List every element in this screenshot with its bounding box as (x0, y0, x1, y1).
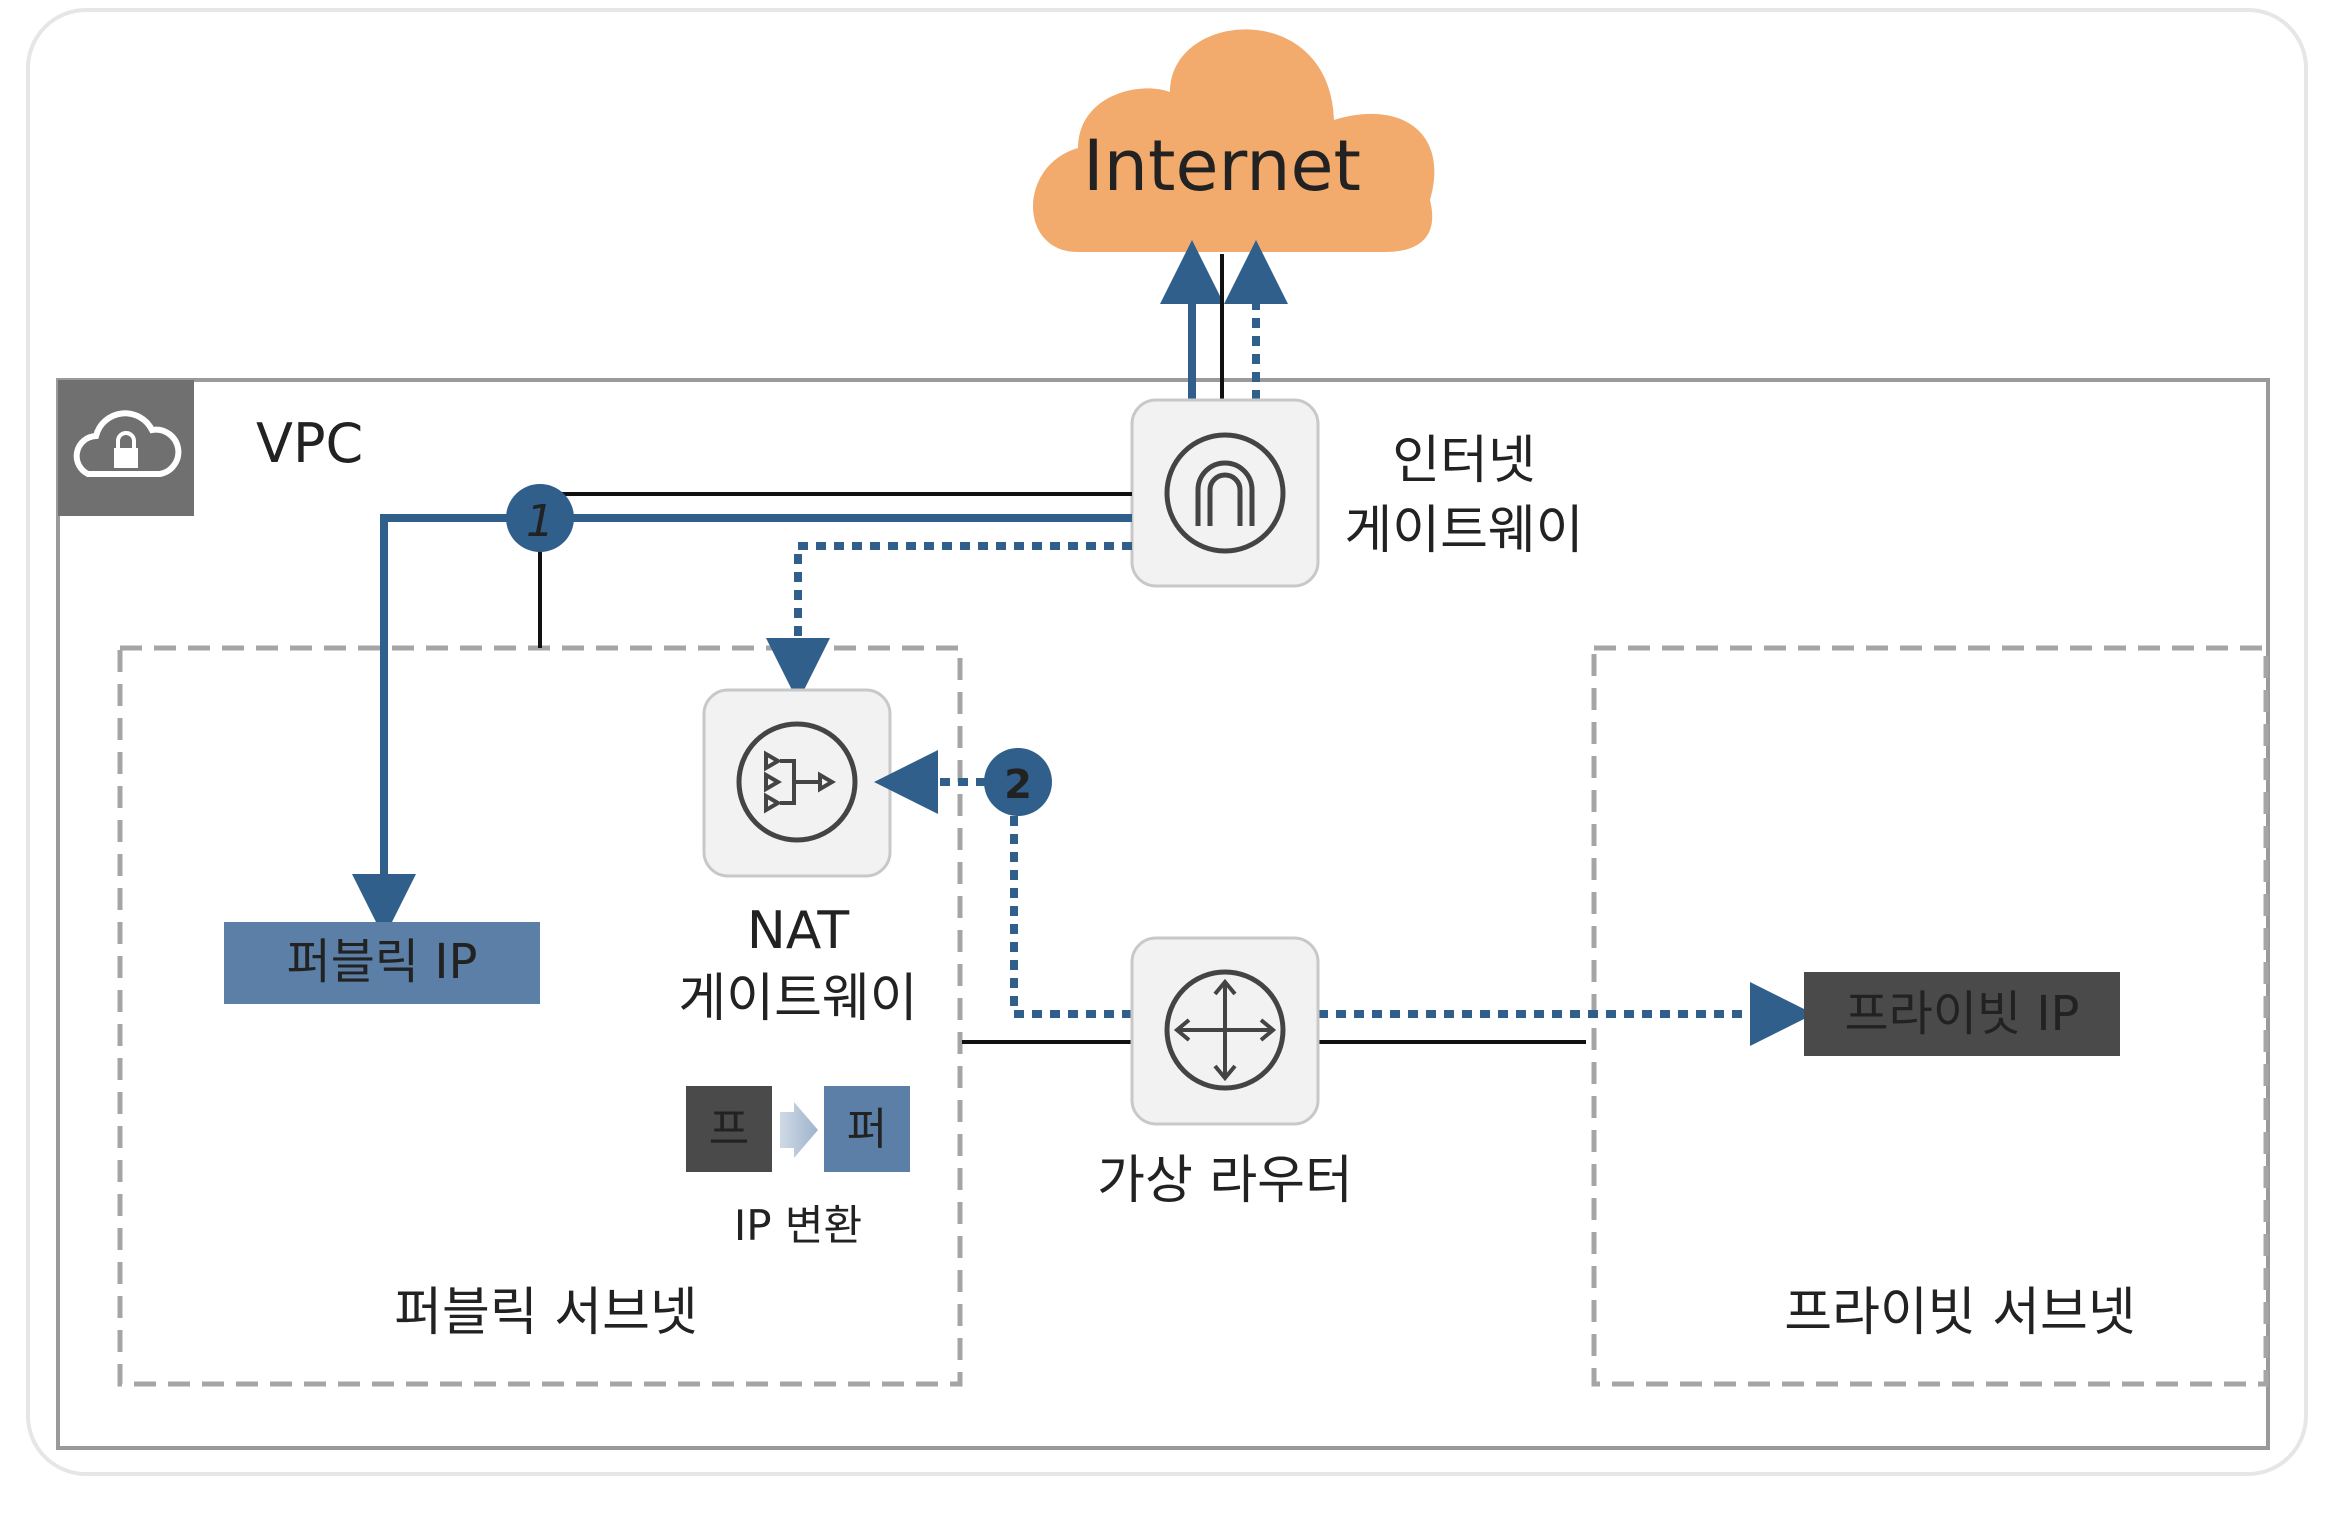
internet-label: Internet (1083, 125, 1361, 207)
private-ip-label: 프라이빗 IP (1845, 986, 2080, 1042)
internet-gateway-label-1: 인터넷 (1392, 431, 1536, 491)
ip-conversion-label: IP 변환 (734, 1201, 862, 1250)
nat-gateway-glyph (764, 750, 836, 814)
internet-gateway-box (1130, 398, 1320, 588)
public-ip-box (224, 922, 540, 1004)
igw-to-public-ip-arrow (352, 514, 1132, 938)
internet-gateway-arch (1195, 460, 1255, 526)
virtual-router-label: 가상 라우터 (1097, 1151, 1353, 1211)
internet-gateway-label-2: 게이트웨이 (1344, 501, 1583, 561)
step-2-label: 2 (1004, 762, 1032, 808)
ip-conversion-from-box (686, 1086, 772, 1172)
public-ip-label: 퍼블릭 IP (287, 934, 478, 990)
private-ip-box (1804, 972, 2120, 1056)
nat-gateway-label-2: 게이트웨이 (678, 969, 917, 1029)
ip-conversion-arrow (780, 1102, 818, 1158)
card-frame (26, 8, 2308, 1476)
step-1-label: 1 (526, 496, 554, 547)
ip-conversion-from: 프 (709, 1104, 749, 1155)
vpc-cloud-lock-icon (73, 410, 182, 477)
vpc-label: VPC (256, 412, 363, 475)
public-subnet-label: 퍼블릭 서브넷 (394, 1283, 698, 1343)
internet-cloud (1033, 29, 1435, 252)
nat-gateway-label-1: NAT (747, 901, 849, 961)
router-cross-arrows-icon (1173, 978, 1277, 1082)
igw-to-nat-dotted-arrow (766, 542, 1132, 702)
ip-conversion-to: 퍼 (847, 1104, 887, 1155)
virtual-router-icon (1164, 969, 1286, 1091)
private-subnet-label: 프라이빗 서브넷 (1784, 1283, 2135, 1343)
step-1-badge (506, 484, 574, 552)
ip-conversion-to-box (824, 1086, 910, 1172)
router-to-nat-dotted-arrow (874, 750, 1132, 1018)
step-2-badge (984, 748, 1052, 816)
internet-gateway-icon (1164, 432, 1286, 554)
nat-gateway-icon (736, 721, 858, 843)
